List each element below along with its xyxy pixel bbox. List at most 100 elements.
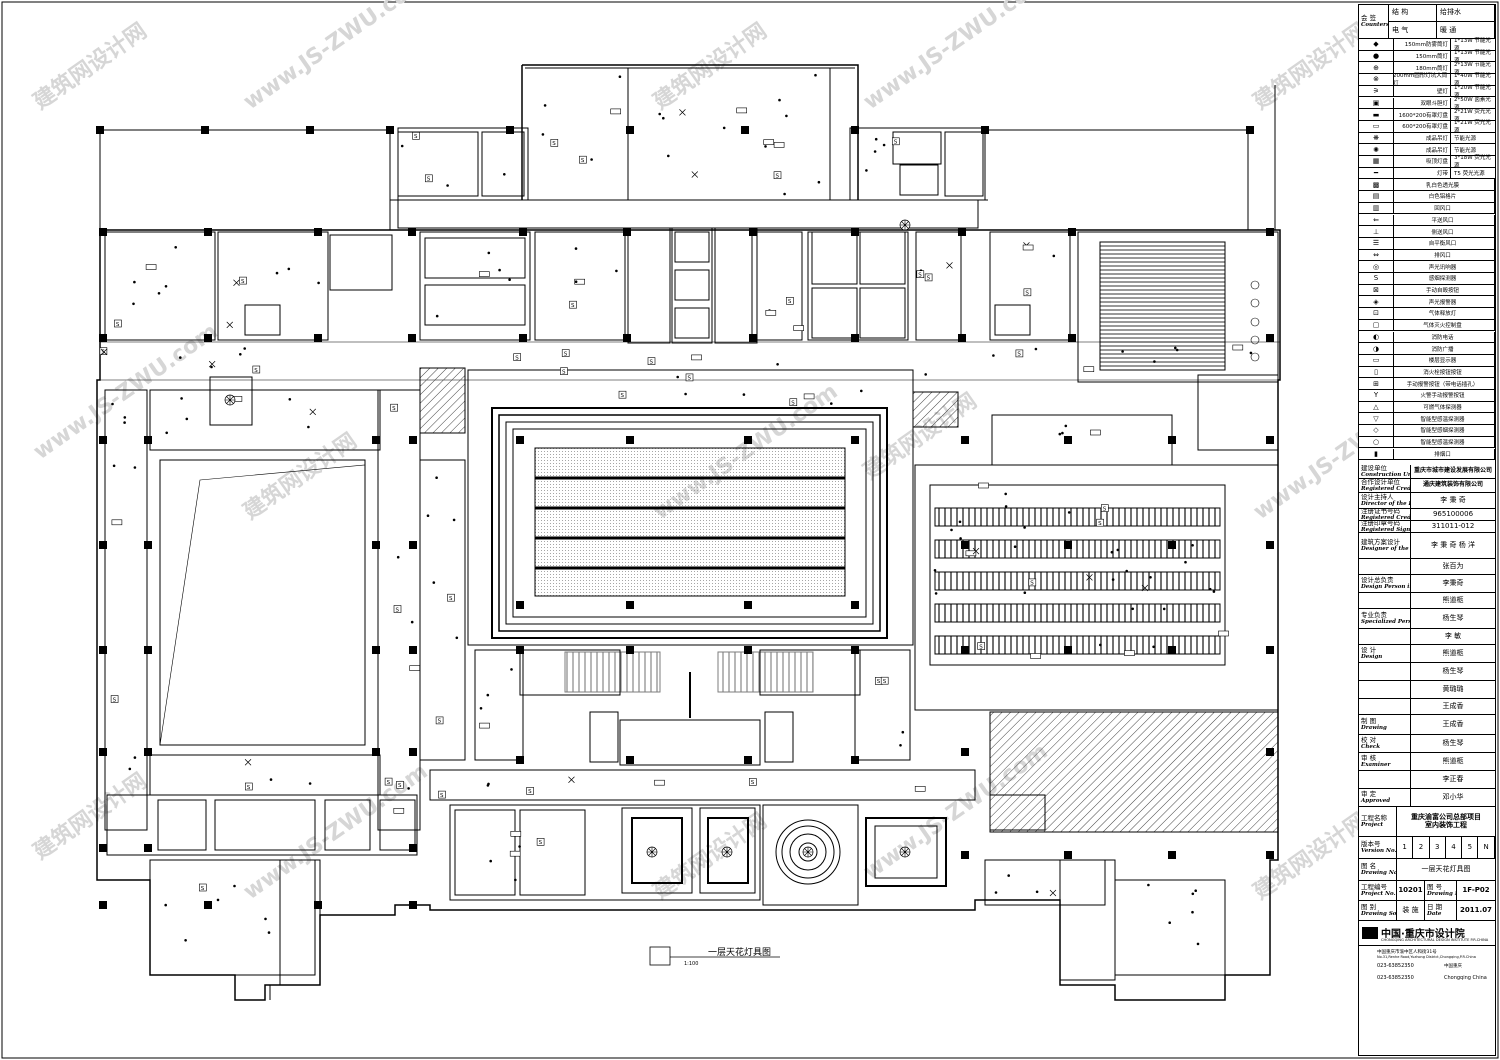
lamp-panel-mark	[574, 278, 586, 285]
downlight-mark	[764, 145, 767, 148]
downlight-mark	[1147, 883, 1150, 887]
downlight-mark	[722, 126, 726, 130]
downlight-mark	[785, 114, 788, 118]
lamp-panel-mark	[1124, 650, 1135, 656]
downlight-mark	[317, 281, 320, 285]
structural-column	[851, 334, 859, 342]
info-label-en: Registered Credentials No.	[1361, 515, 1411, 520]
legend-symbol: ▯	[1359, 366, 1394, 378]
institute-city-cn: 中国重庆	[1444, 964, 1462, 969]
info-label-en: Registered Credentials No.	[1361, 486, 1411, 492]
svg-text:S: S	[247, 785, 251, 791]
legend-name: 气体释放灯	[1393, 308, 1495, 319]
lamp-panel-mark	[409, 665, 421, 671]
institute-divider	[1359, 945, 1495, 946]
legend-symbol: ◇	[1359, 425, 1394, 436]
info-label-en: Specialized Person in Charge	[1361, 619, 1410, 626]
legend-symbol: ◐	[1359, 331, 1394, 343]
svg-text:S: S	[539, 840, 543, 846]
smoke-detector-mark: S	[384, 777, 393, 786]
institute-tel-1: 023-63852350	[1377, 963, 1414, 969]
supply-fan-mark	[1250, 298, 1260, 308]
structural-column	[981, 126, 989, 134]
downlight-mark	[432, 581, 436, 584]
info-label-cn: 注册证书号码	[1361, 509, 1400, 515]
legend-symbol: ●	[1359, 50, 1394, 62]
info-label	[1359, 559, 1411, 574]
svg-text:S: S	[564, 351, 568, 357]
downlight-mark	[901, 730, 905, 734]
svg-text:S: S	[688, 376, 692, 382]
structural-column	[1064, 851, 1072, 859]
structural-column	[144, 541, 152, 549]
downlight-mark	[618, 75, 622, 78]
smoke-detector-mark: S	[561, 349, 570, 357]
legend-row: ○智能型感温探测器	[1359, 436, 1495, 449]
smoke-detector-mark: S	[239, 276, 247, 285]
legend-symbol: ⇔	[1359, 249, 1394, 261]
legend-name: 排烟口	[1393, 448, 1495, 460]
legend-row: ◈声光报警器	[1359, 296, 1495, 309]
downlight-mark	[574, 280, 578, 284]
structural-column	[1168, 646, 1176, 654]
svg-text:S: S	[201, 886, 205, 892]
lamp-panel-mark	[773, 142, 785, 148]
structural-column	[1266, 436, 1274, 444]
legend-row: ◐消防电话	[1359, 331, 1495, 344]
pendant-light-mark	[646, 846, 658, 858]
watermark-text: www.JS-ZWU.com	[239, 0, 432, 115]
smoke-detector-mark: S	[786, 296, 794, 305]
downlight-mark	[1052, 254, 1056, 258]
downlight-mark	[1191, 892, 1195, 896]
legend-name: 乳白色透光膜	[1393, 179, 1495, 191]
info-label-en: Drawing	[1361, 725, 1387, 732]
structural-column	[372, 748, 380, 756]
legend-symbol: ◆	[1359, 39, 1394, 50]
ceiling-plan	[96, 64, 1281, 1001]
info-row: 张百为	[1359, 559, 1495, 575]
legend-symbol: ☰	[1359, 237, 1394, 249]
legend-symbol: ⚞	[1359, 85, 1394, 97]
legend-symbol: ▮	[1359, 448, 1394, 460]
institute-logo	[1362, 927, 1378, 939]
downlight-mark	[164, 285, 168, 288]
info-label-cn: 设 计	[1361, 645, 1377, 654]
downlight-mark	[1067, 511, 1071, 514]
legend-name: 灯带	[1393, 167, 1451, 179]
legend-row: ⊥侧送风口	[1359, 226, 1495, 238]
structural-column	[626, 126, 634, 134]
downlight-mark	[510, 668, 513, 671]
structural-column	[1266, 748, 1274, 756]
structural-column	[409, 436, 417, 444]
smoke-detector-mark: S	[647, 357, 656, 365]
info-value: 311011-012	[1431, 521, 1475, 530]
downlight-mark	[518, 845, 521, 848]
legend-symbol: ▽	[1359, 413, 1394, 425]
legend-name: 手动报警按钮（带电话插孔）	[1393, 378, 1495, 389]
legend-row: ▮排烟口	[1359, 448, 1495, 461]
info-label-cn: 制 图	[1361, 716, 1377, 725]
legend-name: 成品吊灯	[1393, 144, 1451, 155]
structural-column	[144, 436, 152, 444]
downlight-mark	[1121, 350, 1124, 353]
downlight-mark	[180, 397, 183, 400]
legend-name: 壁灯	[1393, 85, 1451, 97]
downlight-mark	[128, 767, 132, 771]
info-value: 李 秉 奇	[1440, 495, 1466, 504]
version-cell: 5	[1462, 837, 1479, 858]
downlight-mark	[1131, 607, 1134, 611]
structural-column	[408, 334, 416, 342]
legend-row: ◎声光讯响器	[1359, 261, 1495, 273]
info-value: 李 秉 奇 杨 洋	[1431, 540, 1475, 549]
legend-symbol: ⊥	[1359, 226, 1394, 237]
